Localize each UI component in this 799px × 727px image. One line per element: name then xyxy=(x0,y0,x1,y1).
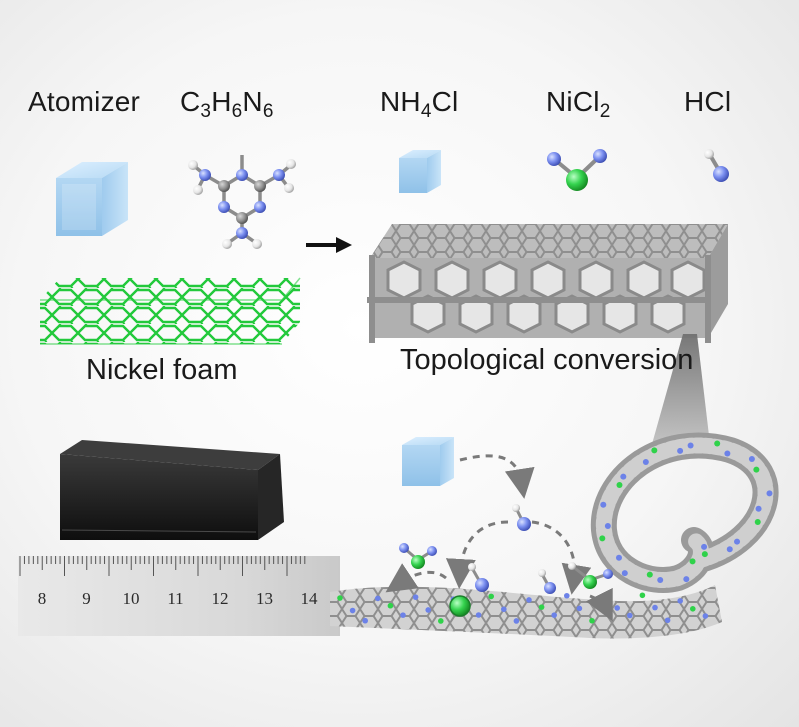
coil-dopant-atom xyxy=(754,519,761,526)
nitrogen-doped-carbon-nanotube xyxy=(330,585,722,639)
dopant-atom xyxy=(627,612,633,619)
dopant-atom xyxy=(564,592,570,599)
coil-dopant-atom xyxy=(683,576,690,583)
coil-dopant-atom xyxy=(753,466,760,473)
ruler-number: 14 xyxy=(301,589,319,608)
hydrogen-chloride-molecule-icon xyxy=(704,149,729,182)
floating-ice-cube-icon xyxy=(402,437,454,486)
coil-dopant-atom xyxy=(714,440,721,447)
hydrogen-chloride-formula: HCl xyxy=(684,86,732,117)
coil-dopant-atom xyxy=(766,490,773,497)
converted-framework-structure xyxy=(367,224,728,343)
dopant-atom xyxy=(362,617,369,624)
coil-dopant-atom xyxy=(599,535,606,542)
ammonium-chloride-ice-cube-icon xyxy=(399,150,441,193)
dopant-atom xyxy=(690,606,696,612)
coil-dopant-atom xyxy=(657,576,664,583)
dopant-atom xyxy=(589,617,595,624)
floating-nicl-small-icon xyxy=(568,562,613,589)
coil-dopant-atom xyxy=(726,546,733,553)
nickel-chloride-formula: NiCl2 xyxy=(546,86,611,122)
coiled-nanotube xyxy=(590,432,779,593)
dopant-atom xyxy=(614,605,620,611)
coil-dopant-atom xyxy=(755,505,762,512)
coil-dopant-atom xyxy=(748,455,755,462)
floating-hydrogen-chloride-icon xyxy=(512,504,531,531)
magnification-beam xyxy=(652,334,710,444)
dopant-atom xyxy=(551,612,557,618)
dopant-atom xyxy=(349,607,356,614)
dopant-atom xyxy=(652,604,658,611)
topological-conversion-caption: Topological conversion xyxy=(400,344,694,376)
dopant-atom xyxy=(664,617,671,624)
ammonium-chloride-formula: NH4Cl xyxy=(380,86,459,122)
dopant-atom xyxy=(576,605,583,612)
dopant-atom xyxy=(526,597,532,603)
dopant-atom xyxy=(400,612,406,618)
coil-dopant-atom xyxy=(687,442,694,449)
dopant-atom xyxy=(639,592,646,599)
nickel-foam-structure xyxy=(40,277,301,345)
coil-dopant-atom xyxy=(615,554,622,561)
floating-ammonia-icon xyxy=(468,563,489,592)
nickel-chloride-molecule-icon xyxy=(547,149,607,191)
floating-molecules xyxy=(399,504,613,594)
coil-dopant-atom xyxy=(616,481,623,488)
melamine-molecule-icon xyxy=(188,155,296,249)
ruler-number: 13 xyxy=(256,589,273,608)
coil-dopant-atom xyxy=(724,450,731,457)
coil-dopant-atom xyxy=(701,543,708,550)
coil-dopant-atom xyxy=(734,538,741,545)
dopant-atom xyxy=(475,612,482,618)
coil-dopant-atom xyxy=(677,447,684,454)
floating-nickel-chloride-icon xyxy=(399,543,437,569)
ruler xyxy=(18,556,340,636)
atomizer-label: Atomizer xyxy=(28,86,141,117)
nickel-foam-caption: Nickel foam xyxy=(86,354,238,386)
coil-dopant-atom xyxy=(600,501,607,508)
coil-dopant-atom xyxy=(620,473,627,480)
coil-dopant-atom xyxy=(701,551,708,558)
reaction-pathway-arrows xyxy=(385,454,613,622)
coil-dopant-atom xyxy=(642,458,649,465)
ruler-number: 11 xyxy=(167,589,183,608)
dopant-atom xyxy=(425,607,432,613)
ruler-number: 10 xyxy=(123,589,140,608)
sample-block-photo xyxy=(60,440,284,540)
dopant-atom xyxy=(412,594,419,600)
coil-dopant-atom xyxy=(604,522,611,529)
melamine-formula: C3H6N6 xyxy=(180,86,274,122)
dopant-atom xyxy=(375,595,381,602)
embedded-nickel-atom xyxy=(449,595,471,617)
floating-hcl-small-icon xyxy=(538,569,556,594)
dopant-atom xyxy=(387,602,394,609)
coil-dopant-atom xyxy=(646,571,653,578)
dopant-atom xyxy=(702,613,709,619)
ruler-number: 12 xyxy=(212,589,229,608)
dopant-atom xyxy=(438,618,444,624)
coil-dopant-atom xyxy=(621,570,628,577)
dopant-atom xyxy=(677,598,683,604)
atomizer-ice-cube-icon xyxy=(56,162,128,236)
dopant-atom xyxy=(501,606,507,613)
dopant-atom xyxy=(538,604,545,610)
coil-dopant-atom xyxy=(651,447,658,454)
dopant-atom xyxy=(337,595,343,601)
reaction-arrow-icon xyxy=(306,237,352,253)
dopant-atom xyxy=(513,618,520,624)
ruler-number: 8 xyxy=(38,589,47,608)
dopant-atom xyxy=(488,593,495,600)
ruler-number: 9 xyxy=(82,589,91,608)
coil-dopant-atom xyxy=(689,558,696,565)
